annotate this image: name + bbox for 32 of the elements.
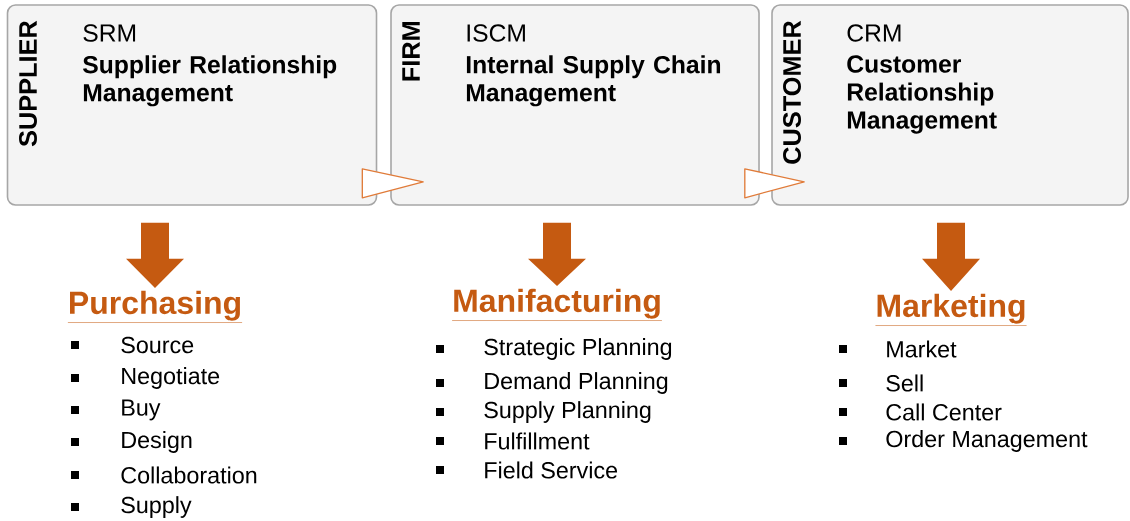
list-item: Demand Planning (436, 372, 668, 394)
list-item: Fulfillment (436, 432, 590, 450)
list-item: Field Service (436, 461, 618, 479)
box-title: Customer Relationship Management (847, 55, 997, 134)
section-heading: Marketing (875, 293, 1027, 326)
box-title: Internal Supply Chain Management (466, 55, 721, 107)
vertical-label: FIRM (402, 21, 420, 81)
list-item: Market (839, 340, 957, 358)
section-heading: Manifacturing (451, 288, 663, 321)
list-item: Supply Planning (436, 401, 651, 423)
block-arrow (126, 222, 184, 289)
list-item: Call Center (839, 403, 1002, 421)
box-title: Supplier Relationship Management (83, 55, 337, 107)
triangle-arrow (744, 168, 805, 199)
box-abbreviation: ISCM (467, 24, 525, 42)
list-item: Supply (71, 496, 192, 518)
list-item: Design (71, 431, 192, 453)
list-item: Source (71, 336, 194, 354)
box-abbreviation: CRM (847, 24, 901, 42)
block-arrow (922, 222, 980, 292)
list-item: Strategic Planning (436, 338, 672, 360)
vertical-label: SUPPLIER (19, 20, 37, 147)
list-item: Sell (839, 374, 923, 392)
block-arrow (528, 222, 586, 287)
list-item: Order Management (839, 430, 1088, 452)
vertical-label: CUSTOMER (783, 20, 801, 164)
box-abbreviation: SRM (83, 24, 136, 42)
triangle-arrow (361, 168, 424, 199)
section-heading: Purchasing (67, 290, 243, 323)
list-item: Collaboration (71, 466, 257, 484)
list-item: Negotiate (71, 367, 220, 389)
list-item: Buy (71, 399, 161, 421)
